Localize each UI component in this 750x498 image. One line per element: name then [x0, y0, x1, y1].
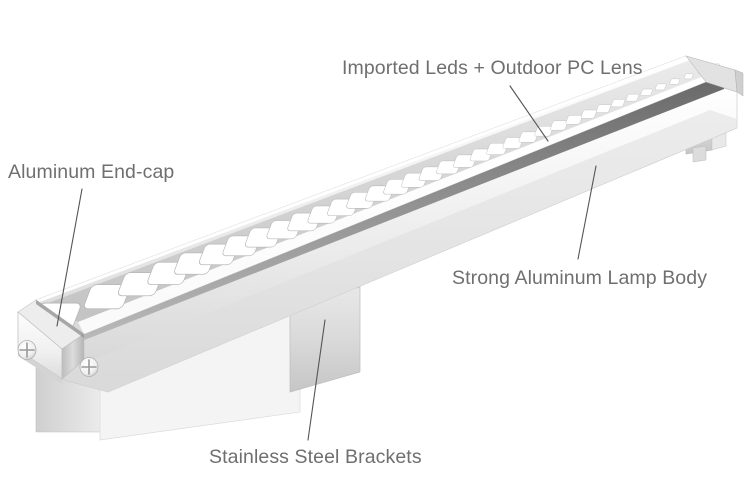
led-window — [640, 88, 653, 96]
end-cap-screw-lower — [79, 357, 99, 377]
leader-line-group — [56, 85, 597, 441]
callout-label-lamp-body: Strong Aluminum Lamp Body — [452, 267, 708, 289]
led-window — [625, 94, 639, 102]
led-window — [580, 109, 597, 119]
callout-label-leds: Imported Leds + Outdoor PC Lens — [342, 57, 643, 79]
led-window — [565, 115, 583, 125]
led-window — [655, 83, 667, 91]
led-window — [518, 131, 539, 143]
leader-line-body — [577, 165, 597, 260]
led-window — [83, 284, 131, 310]
leader-line-brackets — [307, 319, 326, 441]
led-lens-channel — [31, 55, 737, 335]
led-window — [669, 78, 681, 85]
callout-label-end-cap: Aluminum End-cap — [8, 161, 175, 183]
leader-line-endcap — [56, 188, 83, 327]
led-window — [502, 137, 524, 149]
led-window — [550, 120, 568, 131]
aluminum-end-cap — [17, 299, 99, 384]
callout-label-brackets: Stainless Steel Brackets — [209, 446, 422, 468]
end-cap-screw-upper — [17, 340, 37, 360]
led-window — [683, 73, 694, 80]
lamp-body — [59, 65, 738, 393]
led-window — [596, 104, 611, 113]
right-end-detail — [685, 55, 744, 97]
leader-line-leds — [509, 85, 549, 142]
led-window — [611, 99, 626, 107]
led-window — [486, 142, 508, 155]
